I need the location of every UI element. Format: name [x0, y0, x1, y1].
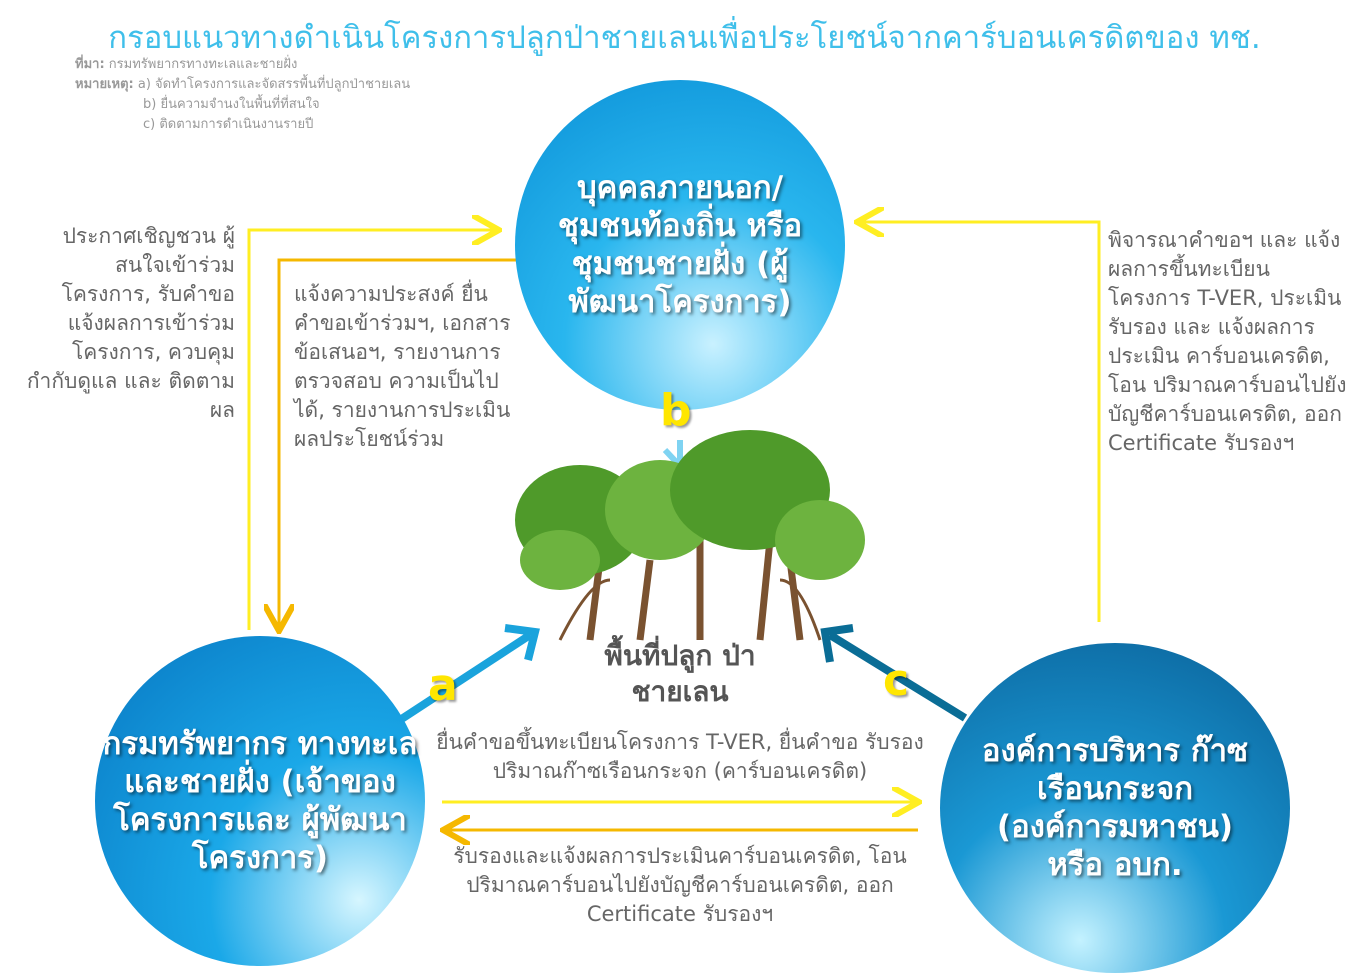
arrow-a	[397, 631, 533, 724]
remark-b: b) ยื่นความจำนงในพื้นที่ที่สนใจ	[143, 97, 320, 112]
page-title: กรอบแนวทางดำเนินโครงการปลูกป่าชายเลนเพื่…	[108, 20, 1261, 56]
text-left-outer: ประกาศเชิญชวน ผู้สนใจเข้าร่วม โครงการ, ร…	[26, 224, 235, 422]
text-right: พิจารณาคำขอฯ และ แจ้งผลการขึ้นทะเบียน โค…	[1108, 228, 1347, 455]
arrow-left-up	[247, 230, 496, 630]
planting-area-label: พื้นที่ปลูก ป่าชายเลน	[604, 639, 756, 708]
text-bottom-certify: รับรองและแจ้งผลการประเมินคาร์บอนเครดิต, …	[453, 844, 907, 926]
node-developer: บุคคลภายนอก/ ชุมชนท้องถิ่น หรือ ชุมชนชาย…	[515, 80, 845, 410]
arrow-left-down	[279, 258, 525, 628]
node-developer-label: บุคคลภายนอก/ ชุมชนท้องถิ่น หรือ ชุมชนชาย…	[557, 170, 803, 320]
remark-c: c) ติดตามการดำเนินงานรายปี	[143, 117, 314, 132]
node-tgo-label: องค์การบริหาร ก๊าซเรือนกระจก (องค์การมหา…	[981, 733, 1249, 883]
notes: ที่มา: กรมทรัพยากรทางทะเลและชายฝั่ง หมาย…	[75, 55, 410, 135]
node-dmcr: กรมทรัพยากร ทางทะเลและชายฝั่ง (เจ้าของโค…	[95, 636, 425, 966]
mangrove-tree-icon	[515, 430, 865, 641]
arrow-right-up	[860, 222, 1101, 622]
letter-c: c	[883, 655, 910, 706]
remark-label: หมายเหตุ:	[75, 77, 134, 92]
node-tgo: องค์การบริหาร ก๊าซเรือนกระจก (องค์การมหา…	[940, 643, 1290, 973]
source: กรมทรัพยากรทางทะเลและชายฝั่ง	[108, 57, 298, 72]
remark-a: a) จัดทำโครงการและจัดสรรพื้นที่ปลูกป่าชา…	[137, 77, 411, 92]
text-bottom-request: ยื่นคำขอขึ้นทะเบียนโครงการ T-VER, ยื่นคำ…	[436, 730, 924, 783]
arrow-c	[827, 631, 968, 722]
source-label: ที่มา:	[75, 57, 105, 72]
text-left-inner: แจ้งความประสงค์ ยื่นคำขอเข้าร่วมฯ, เอกสา…	[294, 282, 511, 451]
letter-a: a	[428, 660, 458, 711]
letter-b: b	[660, 385, 692, 436]
node-dmcr-label: กรมทรัพยากร ทางทะเลและชายฝั่ง (เจ้าของโค…	[102, 726, 418, 876]
